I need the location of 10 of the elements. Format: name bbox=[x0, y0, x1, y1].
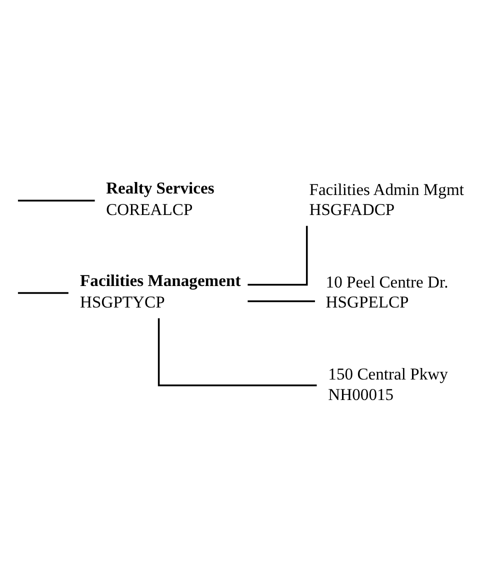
connector bbox=[18, 292, 68, 294]
node-text: Facilities Management HSGPTYCP bbox=[80, 271, 241, 312]
node-text: 10 Peel Centre Dr. HSGPELCP bbox=[326, 272, 448, 312]
node-text: 150 Central Pkwy NH00015 bbox=[328, 364, 448, 404]
connector bbox=[158, 318, 317, 386]
connector bbox=[248, 300, 315, 302]
node-text: Realty Services COREALCP bbox=[106, 178, 214, 220]
connector bbox=[18, 200, 95, 202]
connector bbox=[248, 226, 308, 286]
node-text: Facilities Admin Mgmt HSGFADCP bbox=[309, 180, 464, 220]
